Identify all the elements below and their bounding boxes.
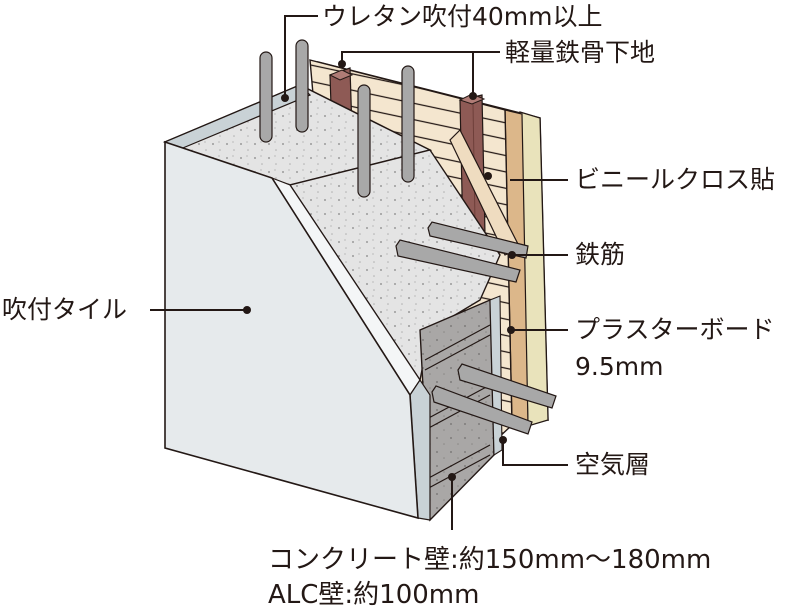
label-alc-wall: ALC壁:約100mm	[268, 580, 480, 610]
label-sprayed-tile: 吹付タイル	[2, 295, 128, 324]
vertical-rebar-group	[259, 39, 415, 198]
label-air-layer: 空気層	[575, 450, 651, 479]
label-plaster-board: プラスターボード	[575, 315, 775, 344]
sprayed-tile-face	[164, 140, 419, 520]
horizontal-rebar-group	[395, 221, 557, 435]
leader-dots	[243, 60, 516, 481]
label-concrete-wall: コンクリート壁:約150mm〜180mm	[268, 545, 712, 575]
label-steel-frame: 軽量鉄骨下地	[505, 38, 656, 67]
label-urethane: ウレタン吹付40mm以上	[322, 2, 603, 31]
label-plaster-thickness: 9.5mm	[575, 352, 664, 381]
label-vinyl-cloth: ビニールクロス貼	[575, 165, 776, 194]
label-rebar: 鉄筋	[575, 240, 626, 269]
leader-lines	[150, 15, 568, 530]
